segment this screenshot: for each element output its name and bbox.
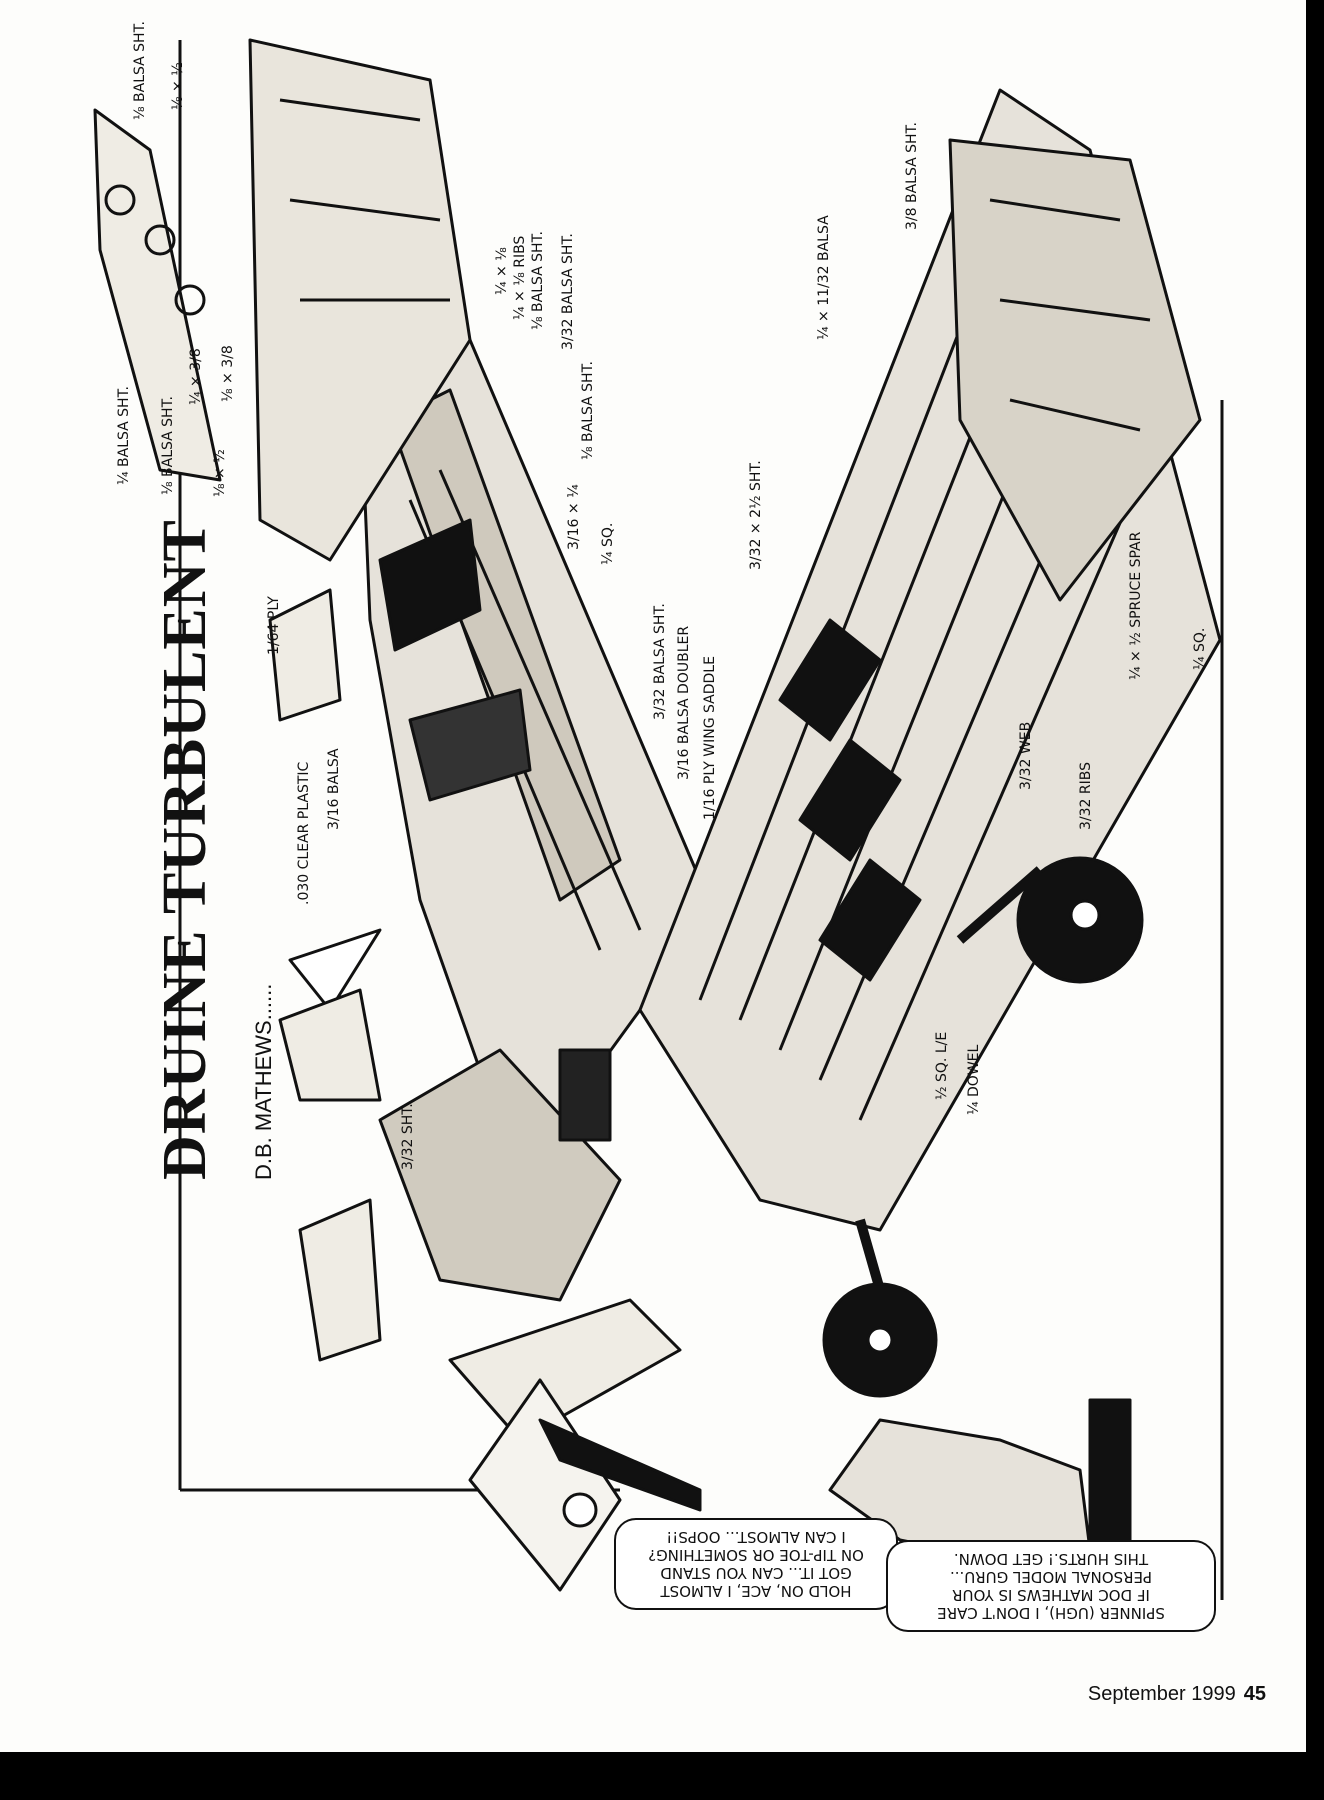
drawing-label: ⅛ × 3/8 xyxy=(220,345,236,402)
tail-fin xyxy=(93,108,222,482)
drawing-label: 3/16 BALSA xyxy=(326,748,342,830)
speech-line: HOLD ON, ACE, I ALMOST xyxy=(660,1582,852,1600)
drawing-label: ⅛ BALSA SHT. xyxy=(530,231,546,330)
drawing-label: 3/32 SHT. xyxy=(400,1103,416,1170)
drawing-label: ¼ × 11/32 BALSA xyxy=(816,215,832,340)
wing-tip-block xyxy=(948,138,1202,602)
issue-date: September 1999 xyxy=(1087,1683,1236,1705)
drawing-label: ⅛ × ½ xyxy=(212,449,228,497)
drawing-label: ¼ × ½ SPRUCE SPAR xyxy=(1128,531,1144,680)
drawing-label: .030 CLEAR PLASTIC xyxy=(296,761,312,905)
drawing-label: 3/32 × 2½ SHT. xyxy=(748,460,764,570)
drawing-label: ⅛ BALSA SHT. xyxy=(160,396,176,495)
drawing-label: ½ SQ. L/E xyxy=(934,1031,950,1100)
page-number: 45 xyxy=(1243,1683,1266,1705)
drawing-label: ¼ SQ. xyxy=(600,522,616,565)
drawing-label: ⅛ × ½ xyxy=(170,62,186,110)
drawing-label: ¼ DOWEL xyxy=(966,1044,982,1115)
speech-line: PERSONAL MODEL GURU... xyxy=(949,1568,1153,1586)
drawing-label: 3/32 WEB xyxy=(1018,721,1034,790)
airplane-exploded-drawing xyxy=(93,38,1222,1592)
drawing-label: ⅛ BALSA SHT. xyxy=(132,21,148,120)
speech-bubble-ace: HOLD ON, ACE, I ALMOST GOT IT... CAN YOU… xyxy=(614,1518,898,1610)
spinner xyxy=(448,1298,682,1442)
article-title-block: DRUINE TURBULENT D.B. MATHEWS...... xyxy=(150,519,370,1180)
drawing-label: 1/16 PLY WING SADDLE xyxy=(702,656,718,820)
drawing-label: ¼ SQ. xyxy=(1192,627,1208,670)
drawing-label: ¼ × ⅛ xyxy=(494,247,510,295)
drawing-label: 1/64 PLY xyxy=(266,596,282,655)
speech-line: ON TIP-TOE OR SOMETHING? xyxy=(648,1546,864,1564)
drawing-label: ¼ × 3/8 xyxy=(188,348,204,405)
page-footer: September 1999 45 xyxy=(1088,1683,1266,1706)
windshield xyxy=(288,928,382,1012)
drawing-label: ⅛ BALSA SHT. xyxy=(580,361,596,460)
drawing-label: 3/32 RIBS xyxy=(1078,762,1094,830)
cowl xyxy=(378,1048,622,1302)
speech-bubble-guru: SPINNER (UGH), I DON'T CARE IF DOC MATHE… xyxy=(886,1540,1216,1632)
propeller xyxy=(468,1378,622,1592)
drawing-label: ¼ × ⅛ RIBS xyxy=(512,235,528,320)
speech-line: SPINNER (UGH), I DON'T CARE xyxy=(937,1604,1165,1622)
speech-line: IF DOC MATHEWS IS YOUR xyxy=(952,1586,1150,1604)
drawing-label: 3/16 × ¼ xyxy=(566,484,582,550)
drawing-label: 3/32 BALSA SHT. xyxy=(652,603,668,720)
drawing-label: ¼ BALSA SHT. xyxy=(116,386,132,485)
speech-line: GOT IT... CAN YOU STAND xyxy=(660,1564,852,1582)
drawing-label: 3/8 BALSA SHT. xyxy=(904,122,920,230)
article-title: DRUINE TURBULENT xyxy=(151,519,219,1180)
drawing-label: 3/32 BALSA SHT. xyxy=(560,233,576,350)
magazine-page: DRUINE TURBULENT D.B. MATHEWS...... ⅛ BA… xyxy=(0,0,1306,1752)
drawing-label: 3/16 BALSA DOUBLER xyxy=(676,625,692,780)
speech-line: I CAN ALMOST... OOPS!! xyxy=(666,1528,846,1546)
speech-line: THIS HURTS.! GET DOWN. xyxy=(953,1550,1149,1568)
